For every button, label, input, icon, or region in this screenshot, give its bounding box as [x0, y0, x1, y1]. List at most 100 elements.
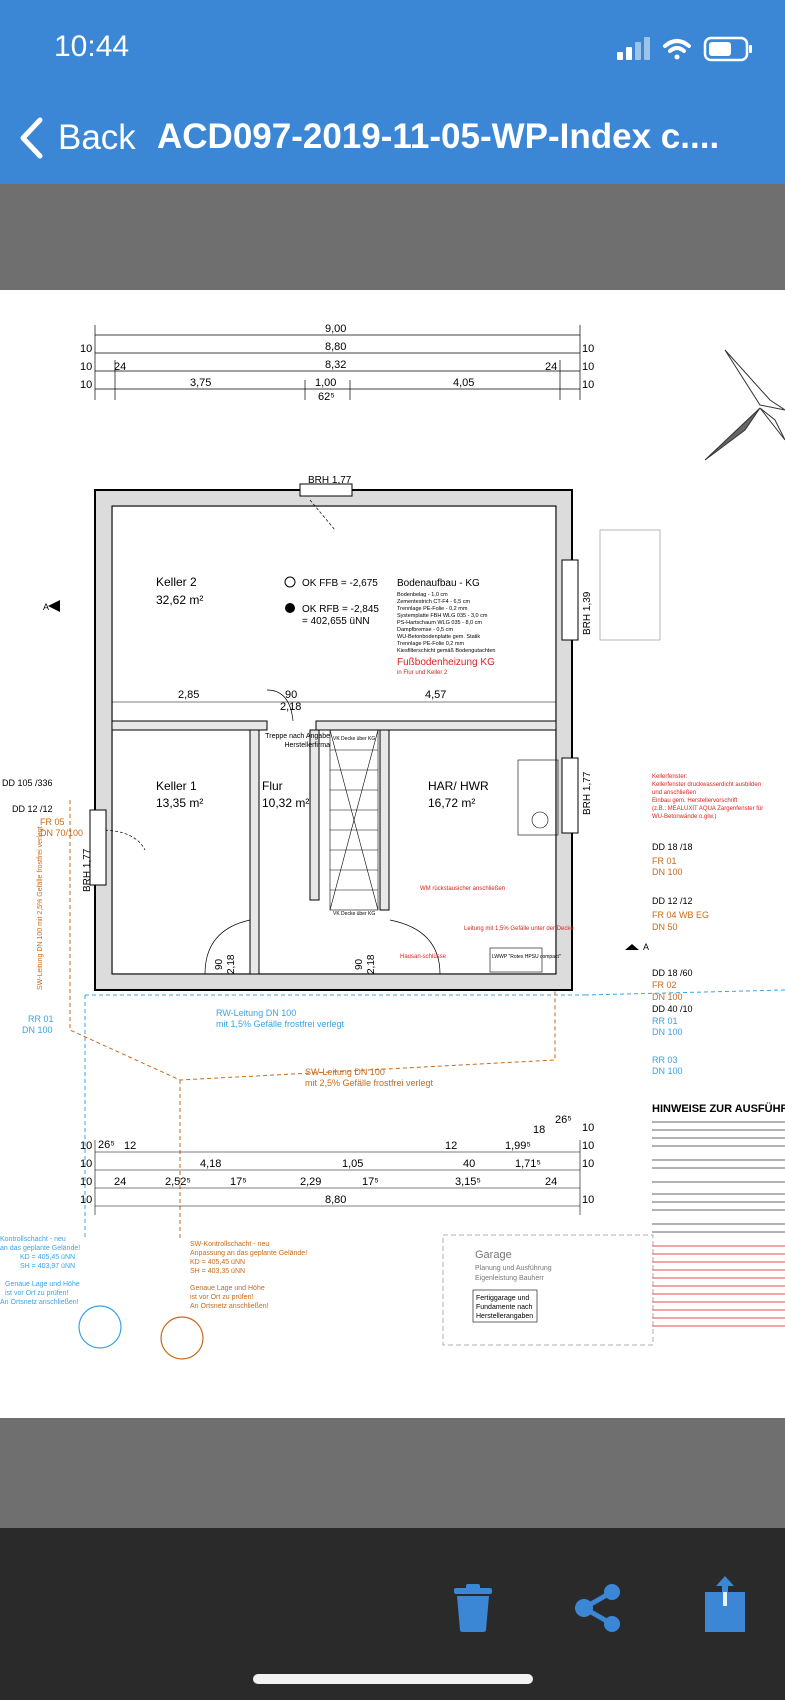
dim-label: 26⁵ [98, 1139, 115, 1151]
battery-icon [703, 36, 752, 62]
note-line: Kellerfenster: [652, 774, 688, 780]
dim-label: 26⁵ [555, 1114, 572, 1126]
level-markers: OK FFB = -2,675 OK RFB = -2,845 = 402,65… [284, 576, 379, 627]
note-line: SH = 403,97 üNN [20, 1263, 75, 1270]
dim-label: 10 [80, 1158, 92, 1170]
top-dimensions [94, 325, 581, 400]
dim-label: 24 [114, 361, 126, 373]
light-well [599, 529, 661, 641]
section-label: A [643, 942, 649, 952]
note-line: Trennlage PE-Folie - 0,2 mm [397, 606, 468, 612]
lwwp-label: LWWP "Rotex HPSU compact" [492, 954, 561, 960]
sw-kontrollschacht-note: SW-Kontrollschacht - neu Anpassung an da… [160, 1241, 307, 1360]
note-line: PS-Hartschaum WLG 035 - 8,0 cm [397, 620, 482, 626]
document-title: ACD097-2019-11-05-WP-Index c.... [157, 117, 720, 156]
room-name: Keller 1 [156, 779, 197, 793]
dim-label: 12 [445, 1140, 457, 1152]
compass-icon [704, 349, 785, 461]
bottom-dimensions [94, 1140, 581, 1215]
note-line: (z.B.: MEALUXIT AQUA Zargenfenster für [652, 806, 763, 812]
note-line: Systemplatte FBH WLG 035 - 3,0 cm [397, 613, 488, 619]
rw-label: RW-Leitung DN 100 [216, 1008, 296, 1018]
home-indicator[interactable] [253, 1674, 533, 1684]
note-line: Trennlage PE-Folie 0,2 mm [397, 641, 464, 647]
dd-label: DD 18 /60 [652, 968, 693, 978]
brh-label: BRH 1,39 [582, 591, 593, 635]
rr-label: RR 03 [652, 1055, 678, 1065]
garage-title: Garage [475, 1249, 512, 1261]
note-line: Anpassung an das geplante Gelände! [190, 1250, 307, 1257]
fr-label: FR 01 [652, 856, 677, 866]
note-line: ist vor Ort zu prüfen! [5, 1290, 68, 1297]
windows [89, 483, 579, 886]
note-line: Dampfbremse - 0,5 cm [397, 627, 453, 633]
dim-label: 8,32 [325, 359, 346, 371]
dim-label: 10 [582, 343, 594, 355]
note-red: Fußbodenheizung KG [397, 657, 495, 668]
dim-label: 10 [582, 1158, 594, 1170]
dim-label: 10 [582, 379, 594, 391]
note-line: WU-Betonbodenplatte gem. Statik [397, 634, 480, 640]
section-label: A [43, 602, 49, 612]
brh-label: BRH 1,77 [582, 771, 593, 815]
delete-button[interactable] [452, 1584, 494, 1637]
dim-label: 17⁵ [362, 1176, 379, 1188]
back-button[interactable]: Back [18, 117, 136, 159]
level-text: OK FFB = -2,675 [302, 578, 378, 589]
room-name: Keller 2 [156, 575, 197, 589]
pdf-page[interactable]: 9,00 8,80 8,32 3,75 1,00 4,05 10 10 10 1… [0, 290, 785, 1418]
dim-label: 8,80 [325, 341, 346, 353]
dim-label: 2,18 [226, 954, 237, 974]
note-line: SH = 403,35 üNN [190, 1268, 245, 1275]
sw-leitung-label: SW-Leitung DN 100 mit 2,5% Gefälle frost… [37, 826, 44, 990]
note-line: KD = 405,45 üNN [20, 1254, 75, 1261]
sw-label: SW-Leitung DN 100 [305, 1067, 385, 1077]
dim-label: 90 [354, 958, 365, 970]
share-button[interactable] [574, 1584, 622, 1637]
note-line: WU-Betonwände o.glw.) [652, 814, 716, 820]
left-notes: DD 105 /336 DD 12 /12 FR 05 DN 70/100 RR… [2, 778, 83, 1035]
dim-label: 1,99⁵ [505, 1140, 531, 1152]
treppe-note: Treppe nach Angabe Herstellerfirma VK De… [265, 733, 375, 917]
leitung-note: Leitung mit 1,5% Gefälle unter der Decke [464, 926, 574, 932]
dim-label: 3,75 [190, 377, 211, 389]
fertig-line: Fundamente nach [476, 1304, 533, 1311]
note-line: Genaue Lage und Höhe [190, 1285, 265, 1292]
room-area: 10,32 m² [262, 796, 309, 810]
dim-label: 10 [582, 361, 594, 373]
dim-label: 2,18 [280, 701, 301, 713]
floor-plan: 9,00 8,80 8,32 3,75 1,00 4,05 10 10 10 1… [0, 323, 785, 1360]
dim-label: 1,05 [342, 1158, 363, 1170]
bodenaufbau-note: Bodenaufbau - KG Bodenbelag - 1,0 cm Zem… [397, 578, 495, 676]
note-line: Zementestrich CT-F4 - 6,5 cm [397, 599, 470, 605]
brh-label: BRH 1,77 [82, 848, 93, 892]
export-button[interactable] [704, 1576, 746, 1637]
room-area: 32,62 m² [156, 593, 203, 607]
kellerfenster-note: Kellerfenster: Kellerfenster druckwasser… [652, 774, 763, 820]
dim-label: 10 [80, 1176, 92, 1188]
viewer-margin-top [0, 184, 785, 290]
note-line: Genaue Lage und Höhe [5, 1281, 80, 1288]
dim-label: 4,57 [425, 689, 446, 701]
dn-label: DN 50 [652, 922, 678, 932]
chevron-left-icon [20, 117, 43, 159]
note-title: Bodenaufbau - KG [397, 578, 480, 589]
dim-label: 90 [285, 689, 297, 701]
note-line: an das geplante Gelände! [0, 1245, 80, 1252]
note-line: Kellerfenster druckwasserdicht ausbilden [652, 782, 761, 788]
treppe-box: Treppe nach Angabe Herstellerfirma [265, 733, 330, 749]
dd-label: DD 40 /10 [652, 1004, 693, 1014]
dn-label: DN 100 [22, 1025, 53, 1035]
dim-label: 10 [582, 1194, 594, 1206]
note-line: Kiesfilterschicht gemäß Bodengutachten [397, 648, 495, 654]
brh-label: BRH 1,77 [308, 475, 352, 486]
dim-label: 10 [80, 1140, 92, 1152]
dn-label: DN 100 [652, 867, 683, 877]
wm-note: WM rückstausicher anschließen [420, 886, 505, 892]
inner-walls [111, 720, 557, 975]
dim-label: 3,15⁵ [455, 1176, 481, 1188]
hinweise-title: HINWEISE ZUR AUSFÜHRUNG [652, 1102, 785, 1115]
nav-bar: 10:44 Back ACD097-2019- [0, 0, 785, 184]
dim-label: 10 [80, 1194, 92, 1206]
rw-label: mit 1,5% Gefälle frostfrei verlegt [216, 1019, 345, 1029]
